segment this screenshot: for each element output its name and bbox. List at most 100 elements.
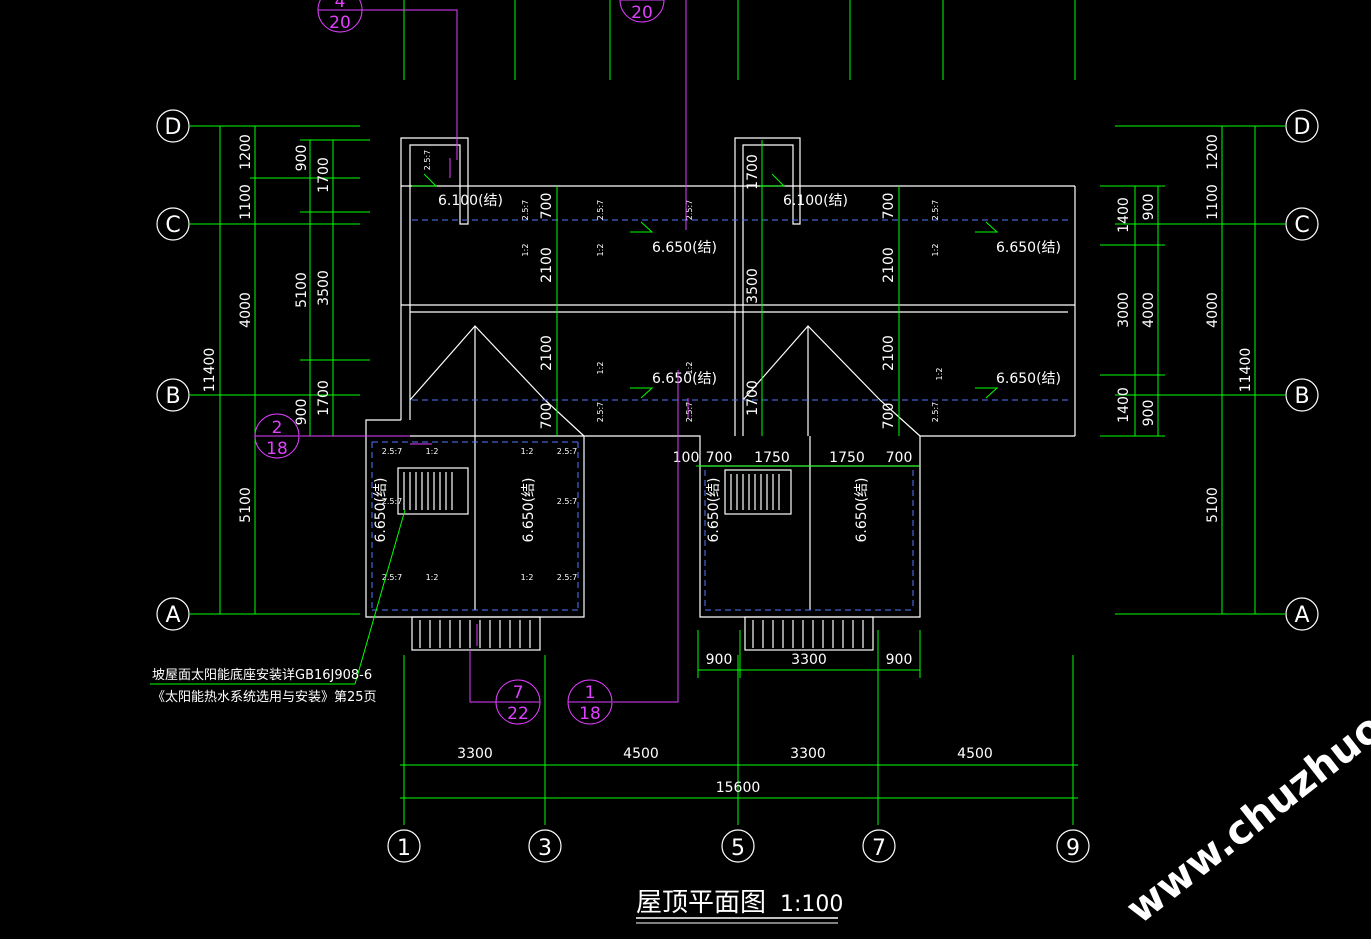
svg-text:2.5:7: 2.5:7 [557,497,578,506]
svg-text:1:2: 1:2 [935,368,944,381]
svg-text:2.5:7: 2.5:7 [557,573,578,582]
svg-text:1400: 1400 [1116,197,1132,233]
svg-text:2.5:7: 2.5:7 [521,200,530,221]
svg-text:1750: 1750 [829,450,865,466]
svg-text:4500: 4500 [623,746,659,762]
svg-text:4000: 4000 [238,292,254,328]
svg-text:坡屋面太阳能底座安装详GB16J908-6: 坡屋面太阳能底座安装详GB16J908-6 [152,667,372,683]
svg-text:11400: 11400 [1238,348,1254,393]
svg-text:900: 900 [706,652,733,668]
svg-text:3000: 3000 [1116,292,1132,328]
svg-text:1: 1 [397,836,411,861]
svg-text:6.650(结): 6.650(结) [521,477,537,542]
svg-text:1100: 1100 [238,184,254,220]
svg-text:1:2: 1:2 [931,244,940,257]
svg-text:1:2: 1:2 [426,447,439,456]
svg-text:1400: 1400 [1116,387,1132,423]
axis-bubble-b-left: B [156,378,190,412]
plan-inner-dimensions: 700 2100 2100 700 1700 3500 1700 700 210… [539,140,900,436]
svg-text:2100: 2100 [881,335,897,371]
svg-text:1700: 1700 [745,380,761,416]
svg-text:2.5:7: 2.5:7 [382,447,403,456]
svg-text:900: 900 [886,652,913,668]
svg-text:6.650(结): 6.650(结) [652,371,717,387]
svg-text:15600: 15600 [716,780,761,796]
scale-text: 1:100 [780,892,843,917]
svg-text:3300: 3300 [790,746,826,762]
svg-text:7: 7 [872,836,886,861]
svg-text:6.650(结): 6.650(结) [996,240,1061,256]
svg-text:1:2: 1:2 [685,362,694,375]
svg-text:700: 700 [881,403,897,430]
svg-text:4000: 4000 [1141,292,1157,328]
axis-bubble-d-left: D [156,109,190,143]
svg-text:900: 900 [1141,194,1157,221]
grid-lines-horizontal [190,125,1285,615]
svg-text:6.650(结): 6.650(结) [373,477,389,542]
svg-text:1700: 1700 [316,380,332,416]
axis-bubble-7: 7 [862,829,896,863]
svg-text:www.chuzhuo.com: www.chuzhuo.com [1118,638,1371,933]
svg-text:1200: 1200 [238,134,254,170]
svg-text:700: 700 [539,193,555,220]
svg-text:1:2: 1:2 [596,362,605,375]
svg-text:《太阳能热水系统选用与安装》第25页: 《太阳能热水系统选用与安装》第25页 [152,690,377,705]
svg-text:5100: 5100 [238,487,254,523]
svg-text:2.5:7: 2.5:7 [931,402,940,423]
svg-text:A: A [165,603,180,628]
svg-text:11400: 11400 [202,348,218,393]
svg-text:6.100(结): 6.100(结) [783,193,848,209]
axis-bubbles-left: D C B A [156,109,190,631]
svg-text:9: 9 [1066,836,1080,861]
svg-text:7: 7 [513,683,524,703]
section-ref-1-18: 1 18 [567,679,613,725]
svg-text:2.5:7: 2.5:7 [685,402,694,423]
svg-text:4: 4 [335,0,346,12]
svg-text:6.650(结): 6.650(结) [854,477,870,542]
svg-text:6.650(结): 6.650(结) [652,240,717,256]
svg-text:2.5:7: 2.5:7 [382,573,403,582]
svg-text:1750: 1750 [754,450,790,466]
svg-text:2.5:7: 2.5:7 [596,402,605,423]
svg-text:2.5:7: 2.5:7 [382,497,403,506]
axis-bubble-d-right: D [1285,109,1319,143]
axis-bubble-1: 1 [387,829,421,863]
axis-bubble-a-right: A [1285,597,1319,631]
svg-text:1200: 1200 [1205,134,1221,170]
svg-text:2.5:7: 2.5:7 [685,200,694,221]
svg-text:D: D [165,115,182,140]
svg-text:1:2: 1:2 [521,244,530,257]
svg-text:1: 1 [585,683,596,703]
svg-text:2.5:7: 2.5:7 [557,447,578,456]
axis-bubble-a-left: A [156,597,190,631]
svg-text:5100: 5100 [294,272,310,308]
svg-text:18: 18 [579,704,601,724]
svg-text:B: B [1294,384,1309,409]
axis-bubble-b-right: B [1285,378,1319,412]
svg-text:1:2: 1:2 [521,447,534,456]
svg-text:5100: 5100 [1205,487,1221,523]
title-text: 屋顶平面图 [636,888,766,918]
svg-text:C: C [165,213,180,238]
section-reference-lines [300,0,689,703]
svg-text:18: 18 [266,439,288,459]
svg-text:1:2: 1:2 [521,573,534,582]
svg-text:B: B [165,384,180,409]
svg-text:700: 700 [886,450,913,466]
drawing-title: 屋顶平面图 1:100 [636,888,843,924]
axis-bubbles-right: D C B A [1285,109,1319,631]
grid-lines-vertical [403,0,1076,825]
watermark: www.chuzhuo.com [1118,638,1371,933]
svg-text:2.5:7: 2.5:7 [596,200,605,221]
svg-text:5: 5 [731,836,745,861]
gutter-dashed-lines [371,219,1068,611]
svg-text:A: A [1294,603,1309,628]
svg-text:100: 100 [673,450,700,466]
elevation-labels: 6.100(结) 6.100(结) 6.650(结) 6.650(结) 6.65… [373,173,1061,543]
axis-bubble-3: 3 [528,829,562,863]
svg-text:2.5:7: 2.5:7 [423,150,432,171]
svg-text:20: 20 [631,3,653,23]
bottom-dimension-chains: 3300 4500 3300 4500 15600 [400,746,1078,799]
stair-mid-dimensions: 100 700 1750 1750 700 [673,450,920,467]
svg-text:900: 900 [294,145,310,172]
